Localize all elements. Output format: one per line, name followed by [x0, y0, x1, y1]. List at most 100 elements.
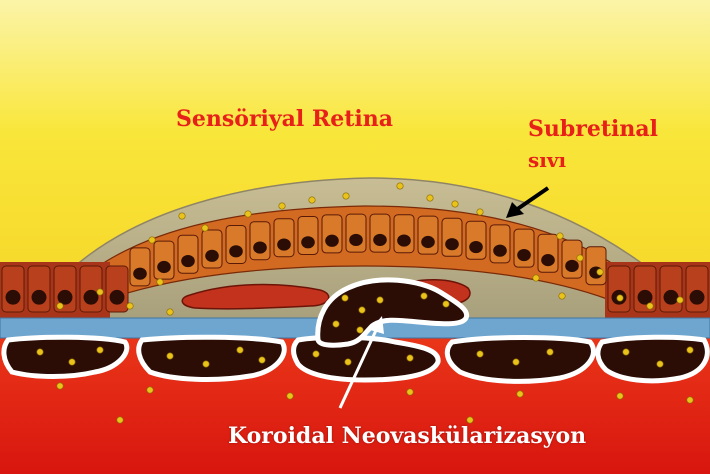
exudate-dot: [179, 213, 185, 219]
cell-nucleus: [541, 254, 555, 266]
exudate-dot: [477, 351, 483, 357]
cell-nucleus: [6, 290, 21, 305]
rpe-cell: [514, 229, 534, 267]
cell-nucleus: [493, 245, 507, 257]
cell-nucleus: [253, 242, 267, 254]
cell-nucleus: [277, 238, 291, 250]
exudate-dot: [57, 383, 63, 389]
exudate-dot: [513, 359, 519, 365]
cell-nucleus: [664, 290, 679, 305]
rpe-cell: [394, 215, 414, 253]
choroidal-vessel: [4, 337, 127, 376]
choroidal-vessel: [598, 337, 707, 381]
exudate-dot: [623, 349, 629, 355]
exudate-dot: [577, 255, 583, 261]
exudate-dot: [517, 391, 523, 397]
exudate-dot: [443, 301, 449, 307]
fluid-label: sıvı: [528, 150, 566, 170]
rpe-cell: [130, 248, 150, 286]
rpe-cell: [154, 241, 174, 279]
cell-nucleus: [325, 235, 339, 247]
exudate-dot: [69, 359, 75, 365]
rpe-cell: [28, 266, 50, 312]
cell-nucleus: [157, 261, 171, 273]
exudate-dot: [127, 303, 133, 309]
rpe-cell: [418, 216, 438, 254]
exudate-dot: [237, 347, 243, 353]
cnv-label: Koroidal Neovaskülarizasyon: [228, 425, 586, 447]
exudate-dot: [597, 269, 603, 275]
cell-nucleus: [373, 234, 387, 246]
exudate-dot: [547, 349, 553, 355]
exudate-dot: [359, 307, 365, 313]
cell-nucleus: [397, 234, 411, 246]
cell-nucleus: [517, 249, 531, 261]
exudate-dot: [157, 279, 163, 285]
rpe-cell: [608, 266, 630, 312]
rpe-cell: [466, 221, 486, 259]
rpe-cell: [538, 234, 558, 272]
exudate-dot: [202, 225, 208, 231]
exudate-dot: [287, 393, 293, 399]
exudate-dot: [407, 355, 413, 361]
exudate-dot: [345, 359, 351, 365]
cell-nucleus: [690, 290, 705, 305]
exudate-dot: [167, 353, 173, 359]
rpe-cell: [686, 266, 708, 312]
exudate-dot: [57, 303, 63, 309]
exudate-dot: [533, 275, 539, 281]
rpe-cell: [322, 215, 342, 253]
exudate-dot: [97, 289, 103, 295]
exudate-dot: [377, 297, 383, 303]
exudate-dot: [357, 327, 363, 333]
rpe-cell: [586, 247, 606, 285]
rpe-cell: [226, 225, 246, 263]
sensory-retina-label: Sensöriyal Retina: [176, 108, 393, 130]
exudate-dot: [647, 303, 653, 309]
cell-nucleus: [565, 260, 579, 272]
exudate-dot: [407, 389, 413, 395]
exudate-dot: [245, 211, 251, 217]
cell-nucleus: [181, 255, 195, 267]
exudate-dot: [37, 349, 43, 355]
exudate-dot: [279, 203, 285, 209]
exudate-dot: [117, 417, 123, 423]
exudate-dot: [333, 321, 339, 327]
rpe-cell: [178, 235, 198, 273]
exudate-dot: [687, 347, 693, 353]
rpe-cell: [660, 266, 682, 312]
exudate-dot: [149, 237, 155, 243]
exudate-dot: [677, 297, 683, 303]
exudate-dot: [397, 183, 403, 189]
rpe-cell: [2, 266, 24, 312]
rpe-cell: [442, 218, 462, 256]
exudate-dot: [342, 295, 348, 301]
exudate-dot: [97, 347, 103, 353]
cell-nucleus: [638, 290, 653, 305]
choroidal-vessel: [294, 337, 439, 380]
rpe-cell: [274, 219, 294, 257]
exudate-dot: [421, 293, 427, 299]
cell-nucleus: [349, 234, 363, 246]
cell-nucleus: [133, 268, 147, 280]
exudate-dot: [313, 351, 319, 357]
exudate-dot: [557, 233, 563, 239]
exudate-dot: [617, 393, 623, 399]
rpe-cell: [202, 230, 222, 268]
subretinal-label: Subretinal: [528, 118, 658, 140]
cell-nucleus: [32, 290, 47, 305]
rpe-cell: [250, 222, 270, 260]
exudate-dot: [477, 209, 483, 215]
rpe-cell: [346, 214, 366, 252]
exudate-dot: [309, 197, 315, 203]
rpe-cell: [298, 216, 318, 254]
cell-nucleus: [110, 290, 125, 305]
exudate-dot: [147, 387, 153, 393]
exudate-dot: [167, 309, 173, 315]
exudate-dot: [203, 361, 209, 367]
exudate-dot: [452, 201, 458, 207]
exudate-dot: [427, 195, 433, 201]
exudate-dot: [343, 193, 349, 199]
